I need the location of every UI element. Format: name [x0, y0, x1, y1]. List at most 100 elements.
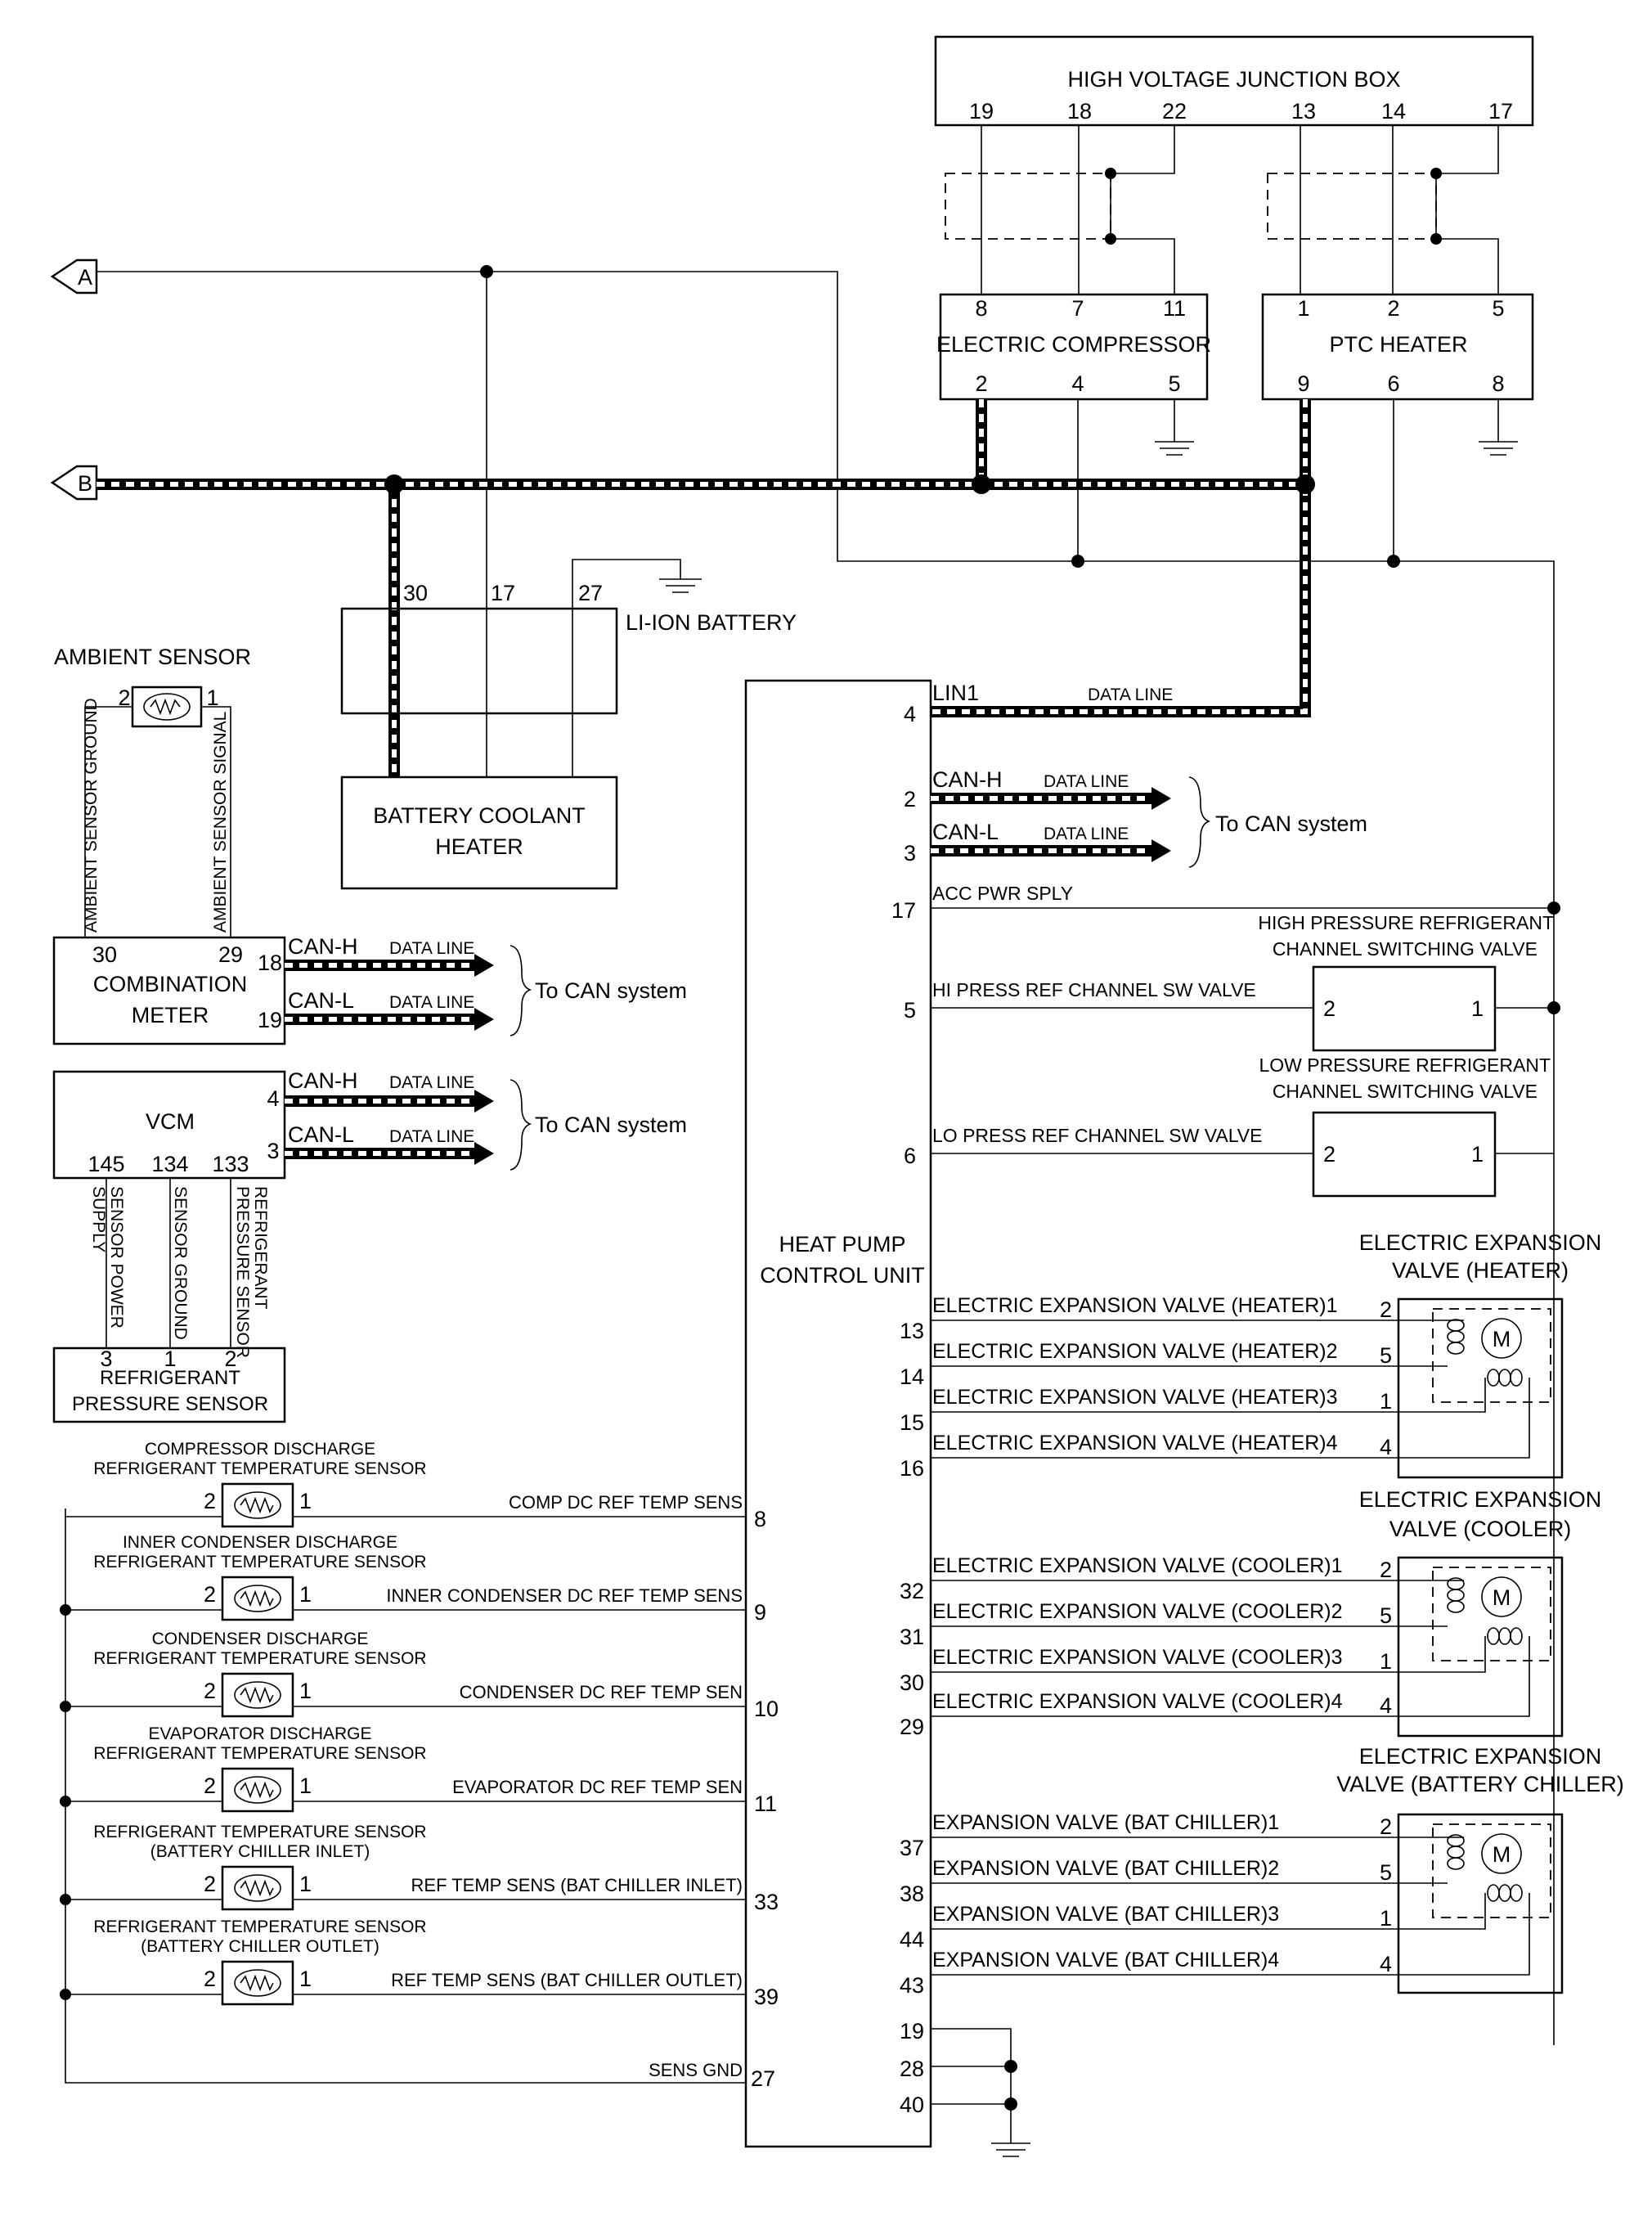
motor-icon [1481, 1833, 1522, 1874]
svg-text:29: 29 [218, 942, 243, 967]
thermistor-icon [234, 1776, 281, 1804]
thermistor-icon [234, 1681, 281, 1709]
sensor-pin: 2 [204, 1489, 216, 1513]
svg-text:VCM: VCM [146, 1109, 195, 1134]
valve-wire [1398, 1893, 1530, 1976]
svg-text:19: 19 [258, 1008, 282, 1032]
low-pressure-switching-valve: LOW PRESSURE REFRIGERANT CHANNEL SWITCHI… [904, 1054, 1551, 1198]
valve-inner [1432, 1567, 1551, 1661]
unit-pin: 16 [900, 1456, 924, 1481]
sensor-subtitle: REFRIGERANT TEMPERATURE SENSOR [93, 1459, 426, 1478]
valve-body [1397, 1556, 1564, 1738]
coil-icon [1510, 1884, 1523, 1902]
valve-pin: 1 [1380, 1649, 1392, 1674]
svg-text:4: 4 [1071, 371, 1084, 396]
coil-icon [1510, 1627, 1523, 1645]
thermistor-icon [240, 1496, 274, 1514]
valve-pin: 4 [1380, 1952, 1392, 1976]
sensor-pin: 1 [299, 1679, 312, 1703]
thermistor-icon [221, 1960, 294, 2006]
unit-pin: 44 [900, 1927, 924, 1952]
coil-icon [1447, 1834, 1465, 1847]
signal-label: ELECTRIC EXPANSION VALVE (COOLER)4 [932, 1690, 1343, 1713]
svg-text:REFRIGERANT: REFRIGERANT [251, 1186, 270, 1310]
svg-text:CONTROL UNIT: CONTROL UNIT [760, 1263, 925, 1288]
valve-subtitle: VALVE (BATTERY CHILLER) [1336, 1772, 1624, 1796]
coil-icon [1498, 1884, 1511, 1902]
valve-pin: 1 [1380, 1906, 1392, 1931]
sensor-subtitle: REFRIGERANT TEMPERATURE SENSOR [93, 1744, 426, 1763]
valve-body [1397, 1813, 1564, 1994]
svg-text:6: 6 [904, 1144, 916, 1168]
svg-text:19: 19 [969, 99, 994, 124]
coil-icon [1498, 1627, 1511, 1645]
svg-text:CAN-L: CAN-L [932, 820, 999, 844]
heat-pump-control-unit: HEAT PUMP CONTROL UNIT [744, 679, 932, 2148]
signal-label: ELECTRIC EXPANSION VALVE (COOLER)3 [932, 1646, 1343, 1669]
lin1-signal: LIN1 DATA LINE 4 [904, 681, 1173, 726]
svg-text:DATA LINE: DATA LINE [389, 1127, 474, 1146]
svg-text:1: 1 [206, 686, 218, 710]
power-wire-a [97, 265, 1555, 2045]
svg-text:AMBIENT SENSOR: AMBIENT SENSOR [54, 645, 251, 669]
svg-text:17: 17 [491, 581, 515, 605]
unit-pin: 31 [900, 1625, 924, 1649]
svg-text:28: 28 [900, 2057, 924, 2081]
sensor-pin: 1 [299, 1489, 312, 1513]
thermistor-icon [221, 1482, 294, 1528]
svg-text:CAN-H: CAN-H [932, 767, 1003, 792]
svg-text:11: 11 [1163, 296, 1186, 321]
signal-label: COMP DC REF TEMP SENS [509, 1492, 743, 1513]
coil-icon [1447, 1342, 1465, 1355]
svg-text:14: 14 [1381, 99, 1406, 124]
sensor-pin: 2 [204, 1679, 216, 1703]
svg-text:PTC HEATER: PTC HEATER [1329, 332, 1467, 357]
coil-icon [1447, 1577, 1465, 1590]
svg-text:METER: METER [132, 1003, 209, 1027]
valve-wire [1398, 1636, 1530, 1717]
ptc-heater: 1 2 5 PTC HEATER 9 6 8 [1261, 293, 1534, 401]
svg-text:13: 13 [1291, 99, 1316, 124]
svg-text:30: 30 [403, 581, 428, 605]
svg-text:DATA LINE: DATA LINE [389, 1073, 474, 1092]
svg-text:CAN-L: CAN-L [288, 988, 354, 1013]
svg-text:134: 134 [151, 1152, 188, 1176]
sensor-title: COMPRESSOR DISCHARGE [145, 1440, 375, 1459]
svg-text:REFRIGERANT: REFRIGERANT [100, 1367, 240, 1389]
thermistor-icon [240, 1781, 274, 1799]
svg-text:9: 9 [1297, 371, 1309, 396]
thermistor-icon [240, 1686, 274, 1704]
svg-text:ELECTRIC COMPRESSOR: ELECTRIC COMPRESSOR [936, 332, 1211, 357]
signal-label: ELECTRIC EXPANSION VALVE (COOLER)1 [932, 1554, 1343, 1577]
unit-pin: 43 [900, 1973, 924, 1998]
svg-text:SUPPLY: SUPPLY [89, 1186, 108, 1252]
sensor-title: INNER CONDENSER DISCHARGE [123, 1533, 397, 1552]
svg-text:5: 5 [904, 998, 916, 1023]
svg-text:19: 19 [900, 2019, 924, 2043]
svg-text:3: 3 [100, 1347, 112, 1371]
valve-wire [1398, 1378, 1530, 1459]
ambient-sensor: AMBIENT SENSOR 2 1 AMBIENT SENSOR GROUND… [54, 645, 251, 937]
svg-text:CAN-H: CAN-H [288, 934, 358, 959]
thermistor-icon [240, 1589, 274, 1607]
svg-text:133: 133 [212, 1152, 249, 1176]
valve-pin: 2 [1380, 1814, 1392, 1839]
sensor-ground-bus: SENS GND 27 [65, 1508, 775, 2091]
svg-text:CHANNEL SWITCHING VALVE: CHANNEL SWITCHING VALVE [1273, 1081, 1538, 1102]
valve-pin: 2 [1380, 1297, 1392, 1322]
motor-icon [1481, 1318, 1522, 1359]
unit-pin: 32 [900, 1579, 924, 1603]
svg-text:7: 7 [1071, 296, 1084, 321]
svg-text:LIN1: LIN1 [932, 681, 979, 705]
valve-inner [1432, 1308, 1551, 1403]
svg-text:LI-ION BATTERY: LI-ION BATTERY [626, 610, 797, 635]
thermistor-icon [221, 1672, 294, 1718]
svg-text:8: 8 [975, 296, 987, 321]
high-pressure-switching-valve: HIGH PRESSURE REFRIGERANT CHANNEL SWITCH… [904, 912, 1554, 1052]
svg-text:B: B [78, 471, 92, 496]
unit-pin: 39 [754, 1985, 779, 2009]
thermistor-icon [234, 1874, 281, 1902]
valve-title: ELECTRIC EXPANSION [1359, 1487, 1602, 1512]
